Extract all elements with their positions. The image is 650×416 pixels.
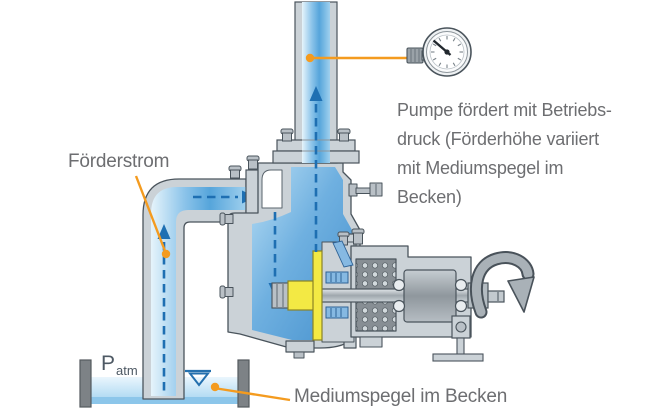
impeller-nut (271, 282, 290, 309)
impeller-disc (312, 250, 323, 341)
support-foot (432, 315, 484, 362)
basin-wall-left (79, 359, 92, 408)
atmospheric-pressure-label: Patm (101, 352, 138, 378)
pressure-caption: Pumpe fördert mit Betriebs- druck (Förde… (397, 96, 612, 212)
suction-pipe-fluid (151, 187, 246, 396)
basin-wall-right (237, 359, 250, 408)
pressure-symbol: P (101, 352, 116, 375)
dashed-flow-arrow-discharge (309, 86, 323, 252)
impeller-hub (287, 280, 315, 311)
pressure-subscript: atm (116, 363, 138, 378)
flow-label: Förderstrom (68, 151, 170, 172)
seal-fluid-passage (332, 240, 354, 268)
rotation-arrow-icon (469, 251, 535, 319)
seal-spring-bottom (325, 306, 349, 319)
pressure-caption-line: Becken) (397, 187, 462, 207)
leader-flow (134, 175, 171, 259)
casing-cavity (261, 169, 283, 209)
basin-level-label: Mediumspegel im Becken (294, 386, 508, 407)
ball-bearing (454, 278, 468, 292)
basin-water-edge (91, 397, 238, 404)
gauge-ticks (431, 36, 463, 68)
pressure-caption-line: druck (Förderhöhe variiert (397, 129, 599, 149)
casing-foot (285, 340, 315, 353)
mechanical-seal (325, 240, 354, 319)
ball-bearing (392, 299, 406, 313)
ball-bearing (392, 278, 406, 292)
ball-bearing (454, 299, 468, 313)
pressure-gauge-icon (305, 27, 472, 77)
impeller (271, 250, 323, 341)
pressure-caption-line: Pumpe fördert mit Betriebs- (397, 100, 612, 120)
leader-basin-level (210, 382, 291, 402)
shaft-end (487, 290, 505, 303)
seal-spring-top (325, 271, 349, 284)
pressure-caption-line: mit Mediumspegel im (397, 158, 564, 178)
leader-dot-gauge (305, 53, 315, 63)
water-level-icon (185, 369, 211, 387)
bearing-spacer (403, 269, 457, 323)
